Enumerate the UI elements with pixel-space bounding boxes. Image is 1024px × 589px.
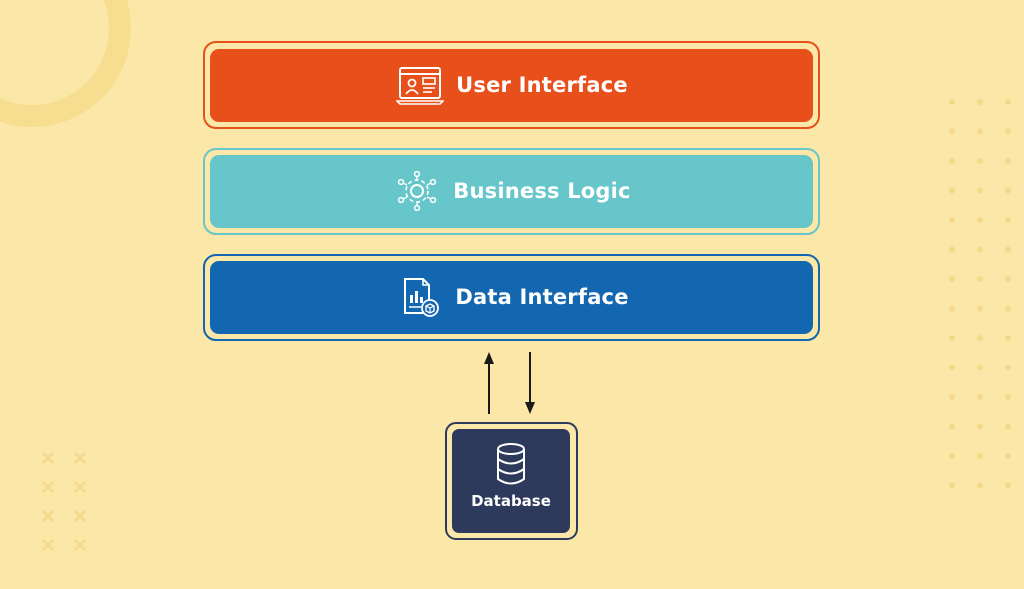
database-label: Database xyxy=(471,492,551,510)
decor-dot xyxy=(949,128,955,135)
decor-dot xyxy=(1005,423,1011,430)
decor-cross xyxy=(42,452,54,464)
database-icon xyxy=(497,443,525,485)
decor-dot xyxy=(977,305,983,312)
decor-dot xyxy=(1005,364,1011,371)
decor-dot xyxy=(949,453,955,459)
decor-dot xyxy=(977,276,983,282)
decor-dot xyxy=(949,246,955,253)
decor-cross xyxy=(74,539,86,551)
decor-dot xyxy=(1005,394,1011,400)
decor-dot xyxy=(949,187,955,194)
decor-ring xyxy=(0,0,131,127)
decor-dot xyxy=(977,394,983,400)
decor-dot xyxy=(977,423,983,430)
decor-dot xyxy=(977,217,983,223)
decor-dot xyxy=(949,423,955,430)
decor-dot xyxy=(1005,335,1011,341)
arrow-up xyxy=(484,352,494,414)
decor-dot xyxy=(1005,187,1011,194)
layer-data-interface xyxy=(203,254,820,341)
decor-dot xyxy=(977,453,983,459)
decor-dot xyxy=(1005,158,1011,164)
decor-dot xyxy=(949,158,955,164)
decor-dot xyxy=(977,187,983,194)
decor-cross xyxy=(74,452,86,464)
decor-dot xyxy=(1005,99,1011,105)
decor-dot xyxy=(1005,453,1011,459)
decor-dot xyxy=(977,128,983,135)
decor-cross xyxy=(42,481,54,493)
decor-dot xyxy=(949,276,955,282)
decor-dot xyxy=(949,364,955,371)
decor-dot xyxy=(1005,128,1011,135)
decor-dot xyxy=(977,158,983,164)
decor-cross xyxy=(74,481,86,493)
decor-dot xyxy=(1005,482,1011,489)
decor-dot xyxy=(977,246,983,253)
decor-dot xyxy=(977,364,983,371)
decor-crosses-left xyxy=(42,452,86,551)
decor-dot xyxy=(1005,217,1011,223)
decor-dot xyxy=(949,335,955,341)
decor-dot xyxy=(949,99,955,105)
decor-dot xyxy=(977,99,983,105)
decor-dot xyxy=(977,482,983,489)
decor-dot xyxy=(949,305,955,312)
layer-business-logic xyxy=(203,148,820,235)
layer-user-interface xyxy=(203,41,820,129)
decor-dot xyxy=(1005,276,1011,282)
decor-dot xyxy=(949,217,955,223)
decor-dot xyxy=(949,482,955,489)
decor-cross xyxy=(74,510,86,522)
decor-dot xyxy=(949,394,955,400)
decor-dot xyxy=(1005,246,1011,253)
decor-dot xyxy=(977,335,983,341)
decor-cross xyxy=(42,510,54,522)
decor-dot xyxy=(1005,305,1011,312)
database-node xyxy=(445,422,578,540)
arrow-down xyxy=(525,352,535,414)
decor-cross xyxy=(42,539,54,551)
decor-dots-right xyxy=(949,99,1011,489)
